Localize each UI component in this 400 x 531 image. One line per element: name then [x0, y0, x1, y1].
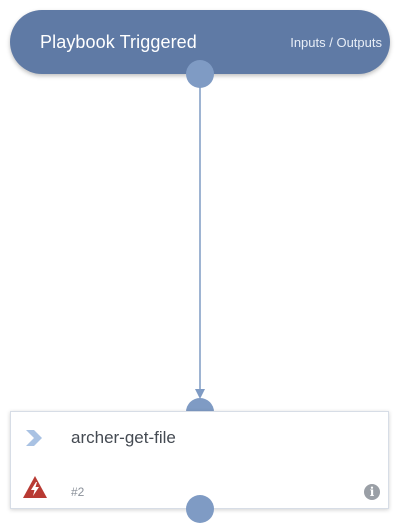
- trigger-title: Playbook Triggered: [40, 32, 197, 52]
- info-icon[interactable]: i: [364, 484, 380, 500]
- task-id: #2: [71, 485, 85, 499]
- inputs-outputs-link[interactable]: Inputs / Outputs: [290, 35, 382, 50]
- task-name: archer-get-file: [71, 428, 176, 447]
- chevron-right-icon: [26, 430, 42, 446]
- task-output-port[interactable]: [186, 495, 214, 523]
- trigger-output-port[interactable]: [186, 60, 214, 88]
- task-node-archer-get-file[interactable]: archer-get-file #2 i: [10, 411, 389, 509]
- warning-icon: [23, 476, 47, 498]
